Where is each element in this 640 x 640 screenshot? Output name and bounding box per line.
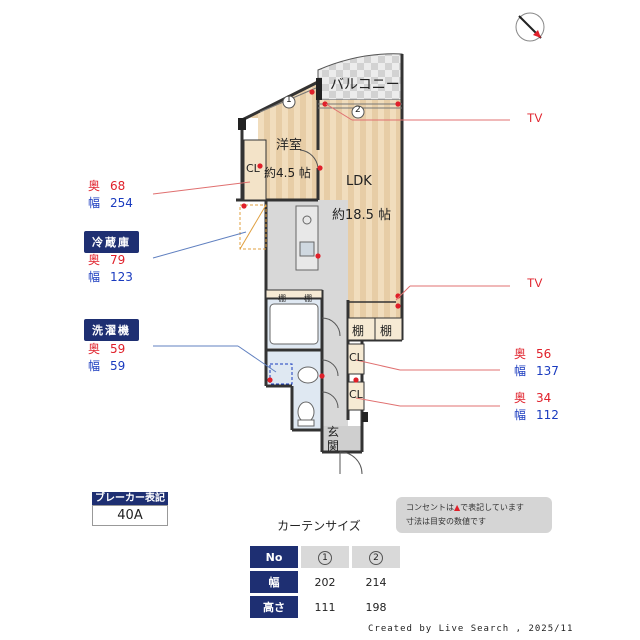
curtain-title: カーテンサイズ <box>277 519 361 533</box>
entrance-label-1: 玄 <box>327 425 340 439</box>
ldk-size: 約18.5 帖 <box>332 208 392 223</box>
curtain-col-2: 2 <box>369 550 383 565</box>
window-marker-2 <box>351 105 365 119</box>
western-room-size: 約4.5 帖 <box>264 166 311 180</box>
tv-label-1: TV <box>527 111 543 125</box>
outlet-symbol-icon: ▲ <box>454 503 461 512</box>
fridge-title: 冷蔵庫 <box>84 231 139 253</box>
footer-credit: Created by Live Search , 2025/11 <box>368 624 574 634</box>
curtain-header: No <box>250 546 298 568</box>
curtain-cell: 202 <box>314 575 336 589</box>
kitchen-counter <box>295 205 319 271</box>
leader-lines <box>152 103 510 407</box>
kitchen-shelf-label-2: 棚 <box>304 294 312 303</box>
western-room-label: 洋室 <box>276 138 303 153</box>
cl-western-label: CL <box>246 162 260 175</box>
curtain-table: No 1 2 幅 202 214 高さ 111 198 <box>247 543 403 621</box>
outlet-note: コンセントは▲で表記しています 寸法は目安の数値です <box>396 497 552 533</box>
kitchen-shelf-label-1: 棚 <box>278 294 286 303</box>
ldk-shelf-label-1: 棚 <box>352 324 365 338</box>
curtain-cell: 111 <box>314 600 336 614</box>
window-marker-1 <box>282 95 296 109</box>
breaker-value: 40A <box>92 505 168 526</box>
window-marker-2-label: 2 <box>355 105 361 115</box>
breaker-label: ブレーカー表記 <box>92 492 168 505</box>
curtain-row-label: 高さ <box>250 596 298 618</box>
compass-icon <box>515 12 545 42</box>
curtain-cell: 214 <box>365 575 387 589</box>
curtain-col-1: 1 <box>318 550 332 565</box>
cl-hall-1-label: CL <box>349 351 363 364</box>
cl-hall-2-label: CL <box>349 388 363 401</box>
curtain-cell: 198 <box>365 600 387 614</box>
curtain-row-label: 幅 <box>250 571 298 593</box>
window-marker-1-label: 1 <box>286 95 292 105</box>
ldk-shelf-label-2: 棚 <box>380 324 393 338</box>
outlet-markers <box>241 89 401 383</box>
balcony-label: バルコニー <box>330 77 400 93</box>
breaker-box: ブレーカー表記 40A <box>92 492 168 526</box>
entrance-label-2: 関 <box>327 439 340 453</box>
tv-label-2: TV <box>527 276 543 290</box>
ldk-label: LDK <box>346 174 372 189</box>
washer-title: 洗濯機 <box>84 319 139 341</box>
